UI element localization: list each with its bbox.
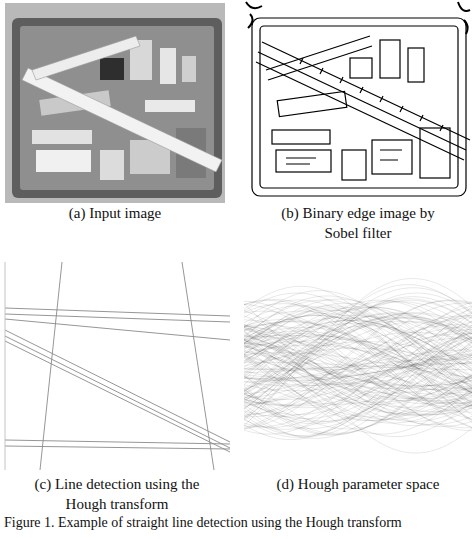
hough-curve — [244, 301, 472, 428]
hough-curve — [244, 299, 472, 427]
hough-curve — [244, 316, 472, 425]
hough-curve — [244, 304, 472, 420]
hough-curve — [244, 362, 472, 370]
hough-curve — [244, 357, 472, 417]
hough-curve — [244, 331, 472, 415]
hough-curve — [244, 325, 472, 438]
hough-curve — [244, 343, 472, 434]
detected-lines — [5, 262, 230, 470]
hough-curve — [244, 306, 472, 409]
hough-curve — [244, 300, 472, 396]
hough-curve — [244, 301, 472, 393]
hough-curve — [244, 307, 472, 440]
figure-caption: Figure 1. Example of straight line detec… — [4, 513, 402, 533]
hough-curve — [244, 285, 472, 418]
hough-curve — [244, 311, 472, 405]
edge-image — [244, 0, 472, 203]
panel-caption: (d) Hough parameter space — [262, 474, 454, 494]
panel-caption: (a) Input image — [30, 203, 200, 223]
hough-curve — [244, 293, 472, 419]
panel-caption: (b) Binary edge image by Sobel filter — [276, 203, 440, 243]
hough-curve — [244, 300, 472, 427]
hough-curve — [244, 317, 472, 398]
hough-curve — [244, 338, 472, 407]
hough-curve — [244, 293, 472, 421]
hough-curve — [244, 325, 472, 406]
hough-curve — [244, 321, 472, 437]
hough-curve — [244, 311, 472, 419]
hough-curve — [244, 306, 472, 427]
hough-space — [244, 262, 472, 470]
hough-curve — [244, 313, 472, 437]
hough-curve — [244, 304, 472, 453]
hough-curve — [244, 327, 472, 392]
hough-curve — [244, 320, 472, 412]
hough-curve — [244, 306, 472, 388]
hough-curve — [244, 286, 472, 422]
panel-caption: (c) Line detection using the Hough trans… — [34, 474, 200, 514]
hough-curve — [244, 342, 472, 385]
hough-curve — [244, 291, 472, 405]
input-photo — [5, 3, 225, 203]
